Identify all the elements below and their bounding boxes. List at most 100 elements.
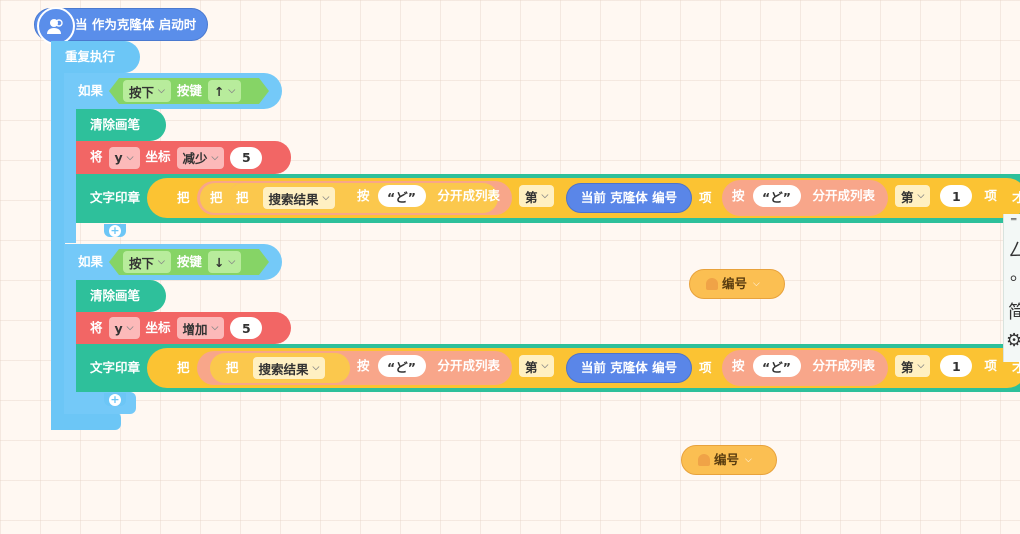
key-state-dropdown-2[interactable]: 按下⌵	[123, 251, 171, 273]
key-label: 按键	[176, 82, 202, 98]
ghost-icon	[698, 454, 710, 466]
di-dropdown-2[interactable]: 第⌵	[895, 185, 931, 207]
chevron-down-icon: ⌵	[126, 323, 134, 333]
key-pressed-condition-2[interactable]: 按下⌵ 按键 ↓⌵	[109, 249, 269, 275]
add-branch-button-2[interactable]: +	[104, 393, 126, 406]
side-panel[interactable]: ⁼ ㄥ 。 简 ⚙	[1003, 214, 1020, 362]
di-value-2: 第	[901, 189, 914, 205]
list-var-dropdown-b[interactable]: 搜索结果⌵	[252, 357, 326, 379]
amount-input-2[interactable]: 5	[230, 317, 263, 339]
split-args-2: 按 “ど” 分开成列表	[732, 185, 875, 207]
if-label-2: 如果	[78, 254, 104, 269]
change-y-block-2[interactable]: 将 y⌵ 坐标 增加⌵ 5	[76, 312, 291, 344]
var-reporter[interactable]: 把 搜索结果⌵	[228, 183, 342, 213]
ghost-icon	[706, 278, 718, 290]
clone-start-hat-block[interactable]: 当 作为克隆体 启动时	[34, 7, 208, 45]
key-dropdown-2[interactable]: ↓⌵	[208, 251, 241, 273]
plus-icon: +	[109, 393, 121, 406]
index-args-b1: 第⌵	[519, 355, 555, 377]
di-value-b: 第	[525, 359, 538, 375]
if-block-up[interactable]: 如果 按下⌵ 按键 ↑⌵	[64, 73, 282, 109]
di-dropdown[interactable]: 第⌵	[519, 185, 555, 207]
an-label-2: 按	[732, 187, 745, 203]
clone-number-reporter[interactable]: 当前 克隆体 编号	[566, 183, 692, 213]
list-var-dropdown[interactable]: 搜索结果⌵	[262, 187, 336, 209]
item-index-input[interactable]: 1	[940, 185, 973, 207]
separator-input-2[interactable]: “ど”	[752, 185, 801, 207]
ba-label-b: 把	[177, 360, 190, 375]
panel-glyph-1: ⁼	[1010, 214, 1018, 230]
item-index-input-b[interactable]: 1	[940, 355, 973, 377]
key-dropdown[interactable]: ↑⌵	[208, 80, 241, 102]
chevron-down-icon: ⌵	[158, 86, 165, 96]
var-reporter-b[interactable]: 把 搜索结果⌵	[210, 353, 350, 383]
chevron-down-icon: ⌵	[228, 86, 236, 96]
op-dropdown[interactable]: 减少⌵	[176, 146, 225, 169]
key-state-value: 按下	[129, 84, 155, 100]
an-label-b2: 按	[732, 357, 745, 373]
split-label-b: 分开成列表	[437, 357, 501, 373]
index-args-2: 第⌵ 1 项	[895, 185, 997, 207]
chevron-down-icon: ⌵	[541, 361, 549, 371]
chevron-down-icon: ⌵	[228, 257, 236, 267]
add-branch-button[interactable]: +	[104, 224, 126, 237]
clear-pen-label: 清除画笔	[90, 117, 141, 132]
clone-number-reporter-b[interactable]: 当前 克隆体 编号	[566, 353, 692, 383]
hat-label: 当 作为克隆体 启动时	[75, 17, 197, 32]
clone-number-label: 当前 克隆体 编号	[580, 189, 678, 205]
coord-label-2: 坐标	[145, 319, 171, 335]
index-args-b2: 第⌵ 1 项	[895, 355, 997, 377]
axis-value: y	[114, 150, 123, 165]
clipped-text: 才	[1012, 190, 1020, 205]
forever-loop-arm	[51, 66, 65, 428]
separator-input-b2[interactable]: “ど”	[752, 355, 801, 377]
variable-name-2: 编号	[714, 451, 740, 467]
op-dropdown-2[interactable]: 增加⌵	[176, 317, 225, 339]
panel-glyph-2: ㄥ	[1008, 240, 1020, 261]
change-y-block[interactable]: 将 y⌵ 坐标 减少⌵ 5	[76, 141, 291, 174]
key-value-2: ↓	[213, 254, 225, 270]
key-state-dropdown[interactable]: 按下⌵	[123, 80, 171, 102]
split-label-b2: 分开成列表	[812, 357, 876, 373]
split-string-reporter-2[interactable]	[722, 180, 888, 216]
forever-loop-block[interactable]: 重复执行	[51, 41, 140, 73]
chevron-down-icon: ⌵	[322, 193, 330, 203]
key-pressed-condition[interactable]: 按下⌵ 按键 ↑⌵	[109, 78, 269, 104]
axis-dropdown-2[interactable]: y⌵	[108, 317, 140, 339]
chevron-down-icon: ⌵	[753, 279, 760, 289]
chevron-down-icon: ⌵	[158, 257, 165, 267]
di-value: 第	[525, 189, 538, 205]
chevron-down-icon: ⌵	[312, 363, 320, 373]
chevron-down-icon: ⌵	[745, 455, 752, 465]
ba-label-inner: 把	[210, 189, 223, 205]
plus-icon: +	[109, 224, 121, 237]
floating-variable-reporter-1[interactable]: 编号 ⌵	[689, 269, 785, 299]
clear-pen-block[interactable]: 清除画笔	[76, 109, 166, 141]
set-label: 将	[90, 149, 103, 165]
if-block-down[interactable]: 如果 按下⌵ 按键 ↓⌵	[64, 244, 282, 280]
xiang-label-2: 项	[984, 187, 997, 203]
list-var-value-b: 搜索结果	[258, 361, 309, 377]
split-string-reporter-b2[interactable]	[722, 350, 888, 386]
di-value-b2: 第	[901, 359, 914, 375]
list-var-value: 搜索结果	[268, 191, 319, 207]
di-dropdown-b2[interactable]: 第⌵	[895, 355, 931, 377]
separator-input-b[interactable]: “ど”	[377, 355, 426, 377]
separator-input[interactable]: “ど”	[377, 185, 426, 207]
if-label: 如果	[78, 83, 104, 98]
clear-pen-block-2[interactable]: 清除画笔	[76, 280, 166, 312]
if-block-arm	[64, 105, 76, 243]
axis-dropdown[interactable]: y⌵	[108, 146, 140, 169]
chevron-down-icon: ⌵	[917, 361, 925, 371]
user-avatar-icon	[37, 7, 75, 45]
set-label-2: 将	[90, 319, 103, 335]
chevron-down-icon: ⌵	[541, 191, 549, 201]
split-args-1: 按 “ど” 分开成列表	[357, 185, 500, 207]
gear-icon[interactable]: ⚙	[1006, 330, 1020, 351]
di-dropdown-b[interactable]: 第⌵	[519, 355, 555, 377]
amount-input[interactable]: 5	[230, 146, 263, 169]
axis-value-2: y	[114, 320, 123, 336]
floating-variable-reporter-2[interactable]: 编号 ⌵	[681, 445, 777, 475]
clear-pen-label-2: 清除画笔	[90, 288, 141, 303]
stamp-row-1: 把 搜索结果⌵	[228, 183, 342, 213]
